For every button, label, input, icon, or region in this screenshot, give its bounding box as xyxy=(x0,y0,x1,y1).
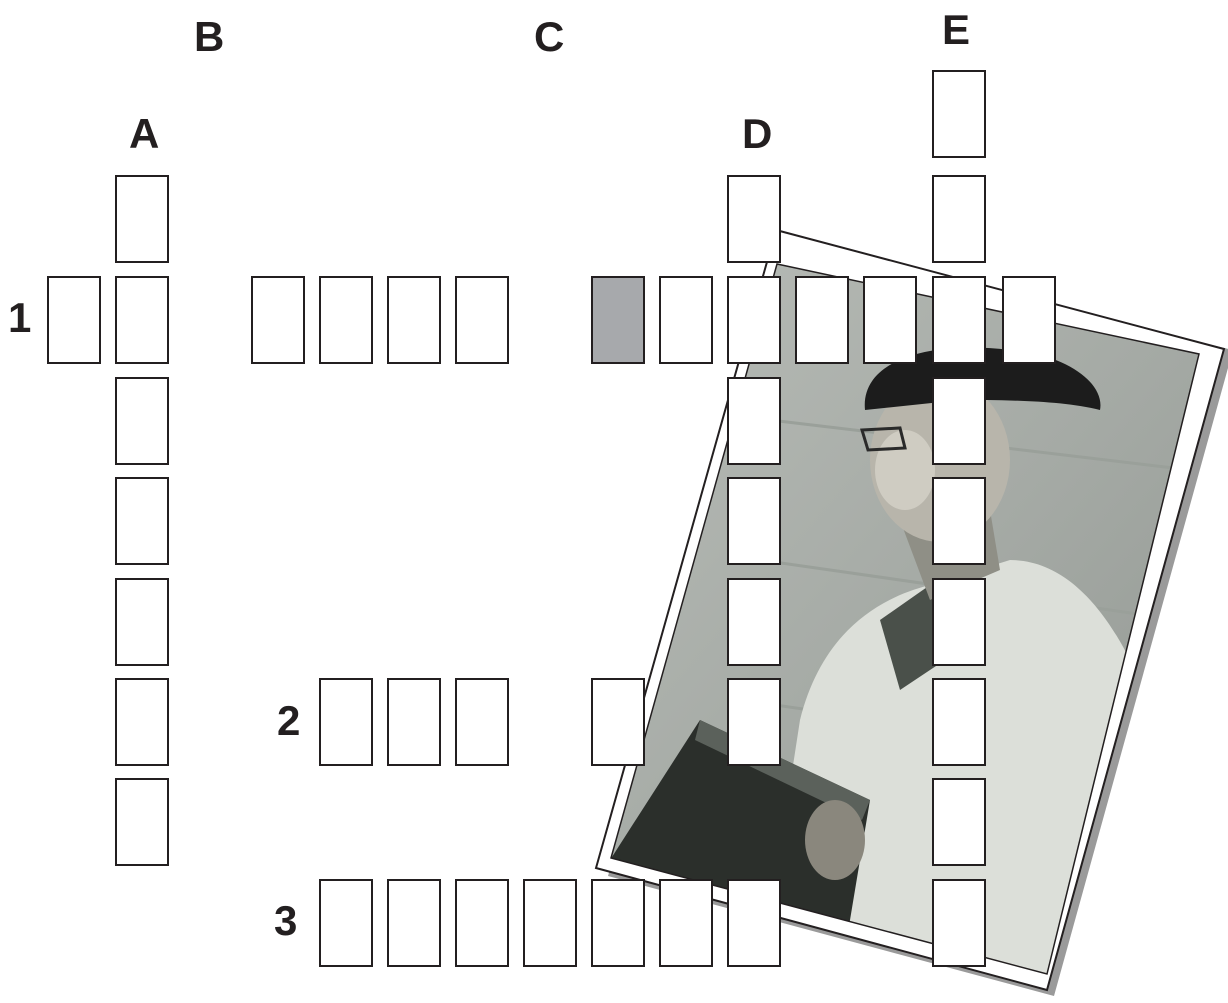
crossword-cell[interactable] xyxy=(115,477,169,565)
crossword-cell[interactable] xyxy=(932,578,986,666)
crossword-cell[interactable] xyxy=(387,276,441,364)
row-label-1: 1 xyxy=(8,297,31,339)
row-label-2: 2 xyxy=(277,700,300,742)
crossword-cell[interactable] xyxy=(727,578,781,666)
crossword-cell[interactable] xyxy=(387,879,441,967)
crossword-cell[interactable] xyxy=(727,678,781,766)
crossword-cell[interactable] xyxy=(455,678,509,766)
crossword-cell[interactable] xyxy=(932,879,986,967)
row-label-3: 3 xyxy=(274,900,297,942)
crossword-cell[interactable] xyxy=(115,276,169,364)
crossword-cell[interactable] xyxy=(523,879,577,967)
crossword-cell[interactable] xyxy=(659,276,713,364)
crossword-cell[interactable] xyxy=(47,276,101,364)
crossword-cell[interactable] xyxy=(115,778,169,866)
crossword-cell[interactable] xyxy=(455,276,509,364)
crossword-cell[interactable] xyxy=(727,879,781,967)
crossword-cell[interactable] xyxy=(932,678,986,766)
crossword-cell[interactable] xyxy=(115,578,169,666)
column-label-c: C xyxy=(534,16,564,58)
crossword-cell[interactable] xyxy=(727,477,781,565)
crossword-cell[interactable] xyxy=(387,678,441,766)
crossword-cell[interactable] xyxy=(727,377,781,465)
crossword-cell[interactable] xyxy=(727,276,781,364)
column-label-d: D xyxy=(742,113,772,155)
column-label-e: E xyxy=(942,9,970,51)
crossword-cell[interactable] xyxy=(591,678,645,766)
crossword-cell[interactable] xyxy=(932,276,986,364)
crossword-cell[interactable] xyxy=(455,879,509,967)
crossword-cell[interactable] xyxy=(251,276,305,364)
crossword-cell[interactable] xyxy=(319,276,373,364)
crossword-cell[interactable] xyxy=(932,70,986,158)
crossword-cell-shaded[interactable] xyxy=(591,276,645,364)
crossword-cell[interactable] xyxy=(863,276,917,364)
crossword-cell[interactable] xyxy=(115,377,169,465)
crossword-cell[interactable] xyxy=(659,879,713,967)
crossword-cell[interactable] xyxy=(1002,276,1056,364)
column-label-b: B xyxy=(194,16,224,58)
crossword-cell[interactable] xyxy=(932,377,986,465)
crossword-cell[interactable] xyxy=(795,276,849,364)
crossword-cell[interactable] xyxy=(932,778,986,866)
crossword-cell[interactable] xyxy=(932,175,986,263)
crossword-cell[interactable] xyxy=(727,175,781,263)
crossword-cell[interactable] xyxy=(319,879,373,967)
crossword-cell[interactable] xyxy=(591,879,645,967)
crossword-cell[interactable] xyxy=(115,175,169,263)
crossword-cell[interactable] xyxy=(932,477,986,565)
crossword-cell[interactable] xyxy=(319,678,373,766)
column-label-a: A xyxy=(129,113,159,155)
crossword-cell[interactable] xyxy=(115,678,169,766)
